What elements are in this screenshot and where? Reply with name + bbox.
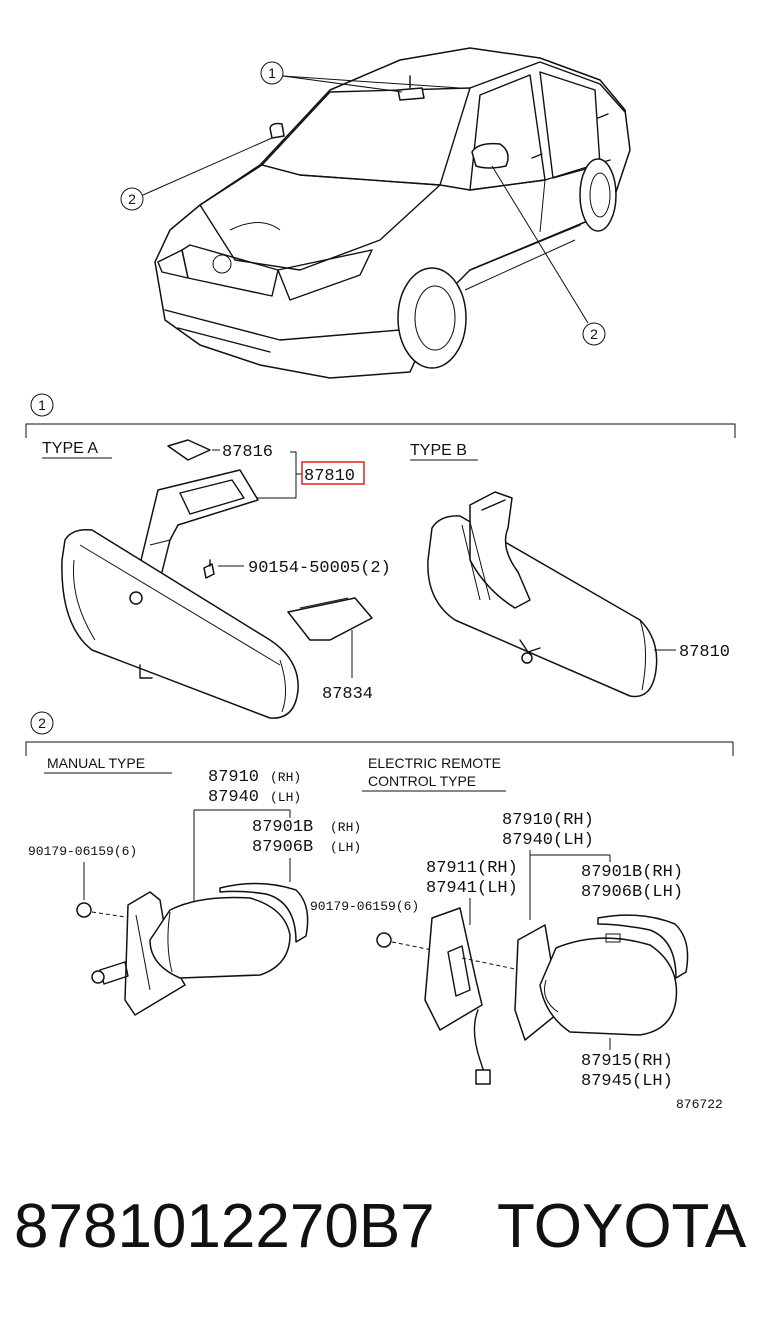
label-90179-left: 90179-06159(6) — [28, 844, 137, 859]
callout-1-top: 1 — [260, 61, 461, 93]
label-87910-manual: 87910 — [208, 768, 259, 787]
label-87906b-manual: 87906B — [252, 838, 313, 857]
outer-mirror-manual — [76, 882, 309, 1016]
svg-text:(LH): (LH) — [270, 790, 301, 805]
svg-text:1: 1 — [38, 397, 46, 413]
outer-mirror-electric — [376, 907, 689, 1085]
label-87941: 87941(LH) — [426, 879, 518, 898]
footer-part-number: 8781012270B7 — [14, 1192, 435, 1261]
label-90179-mid: 90179-06159(6) — [310, 899, 419, 914]
type-a-heading: TYPE A — [42, 440, 98, 457]
label-90154: 90154-50005(2) — [248, 559, 391, 578]
manual-type-heading: MANUAL TYPE — [47, 755, 145, 771]
section-2: 2 MANUAL TYPE ELECTRIC REMOTE CONTROL TY… — [25, 711, 734, 1112]
label-87834: 87834 — [322, 685, 373, 704]
electric-heading-line2: CONTROL TYPE — [368, 773, 476, 789]
inner-mirror-type-a — [61, 469, 299, 719]
svg-text:2: 2 — [590, 326, 598, 342]
label-87810-highlight: 87810 — [304, 467, 355, 486]
highlight-box-87810 — [301, 461, 365, 485]
svg-text:(RH): (RH) — [270, 770, 301, 785]
svg-text:1: 1 — [268, 65, 276, 81]
svg-text:(RH): (RH) — [330, 820, 361, 835]
electric-heading-line1: ELECTRIC REMOTE — [368, 755, 501, 771]
label-87910-electric: 87910(RH) — [502, 811, 594, 830]
type-b-heading: TYPE B — [410, 442, 467, 459]
callout-2-right: 2 — [491, 165, 606, 346]
section-1: 1 TYPE A TYPE B 87816 87810 9 — [25, 393, 736, 719]
label-87901b-manual: 87901B — [252, 818, 313, 837]
cover-87834 — [287, 597, 373, 641]
label-87945: 87945(LH) — [581, 1072, 673, 1091]
footer-brand: TOYOTA — [497, 1192, 747, 1261]
label-87901b-electric: 87901B(RH) — [581, 863, 683, 882]
pad-87816 — [167, 439, 211, 461]
label-87906b-electric: 87906B(LH) — [581, 883, 683, 902]
svg-text:(LH): (LH) — [330, 840, 361, 855]
svg-text:2: 2 — [38, 715, 46, 731]
parts-diagram: 1 2 2 1 TYPE A TYPE B 87816 87810 — [25, 47, 736, 1112]
label-87940-manual: 87940 — [208, 788, 259, 807]
diagram-ref-number: 876722 — [676, 1097, 723, 1112]
label-87915: 87915(RH) — [581, 1052, 673, 1071]
svg-text:2: 2 — [128, 191, 136, 207]
label-87940-electric: 87940(LH) — [502, 831, 594, 850]
label-87911: 87911(RH) — [426, 859, 518, 878]
inner-mirror-type-b — [427, 491, 658, 698]
car-illustration — [154, 47, 631, 379]
label-87816: 87816 — [222, 443, 273, 462]
label-87810-type-b: 87810 — [679, 643, 730, 662]
callout-2-left: 2 — [120, 137, 273, 211]
